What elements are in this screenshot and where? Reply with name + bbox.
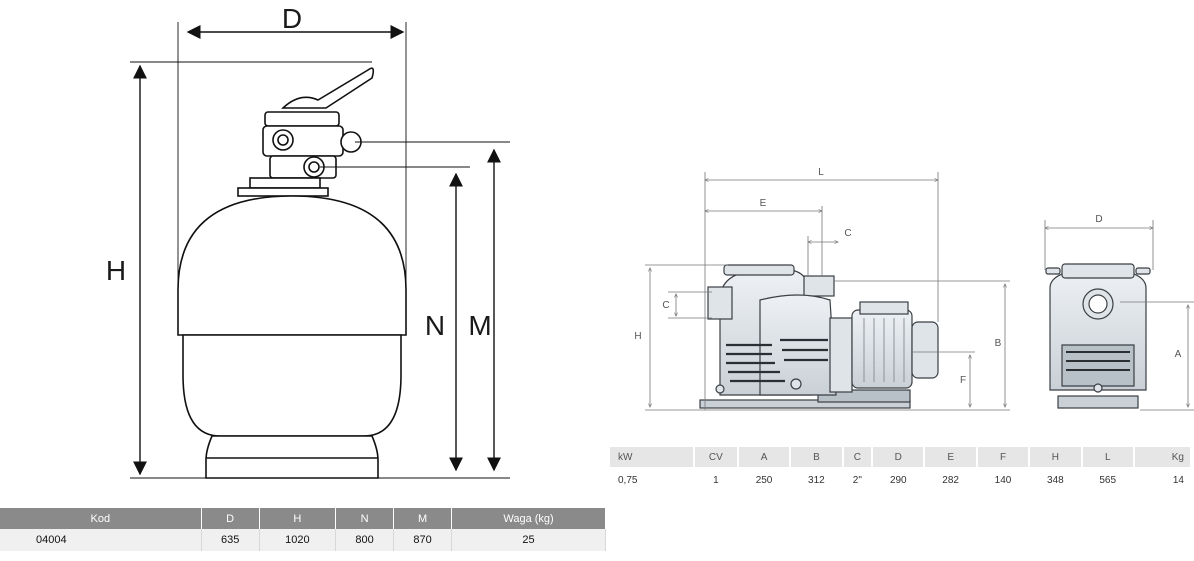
pump-dim-label-f: F	[960, 375, 966, 386]
filter-tank-top	[177, 195, 407, 336]
valve-handle	[280, 67, 375, 109]
table-cell: 282	[942, 474, 959, 486]
table-cell: 348	[1047, 474, 1064, 486]
dim-label-m: M	[468, 310, 491, 341]
outlet-port	[803, 275, 835, 297]
table-header: Kg	[1134, 447, 1190, 467]
table-cell: 635	[201, 529, 260, 551]
pump-dim-label-a: A	[1175, 349, 1182, 360]
table-header: CV	[694, 447, 737, 467]
table-row: 04004 635 1020 800 870 25	[0, 529, 606, 551]
table-header: B	[791, 447, 842, 467]
table-cell: 565	[1099, 474, 1117, 486]
table-header: L	[1082, 447, 1133, 467]
pump-front-view	[1045, 263, 1151, 409]
sand-filter-drawing	[177, 67, 407, 479]
table-cell: 312	[808, 474, 825, 486]
dim-label-h: H	[106, 255, 126, 286]
table-header: D	[201, 508, 260, 529]
dim-label-n: N	[425, 310, 445, 341]
table-cell: 0,75	[618, 474, 638, 486]
pump-dim-label-b: B	[995, 338, 1002, 349]
pump-side-view	[699, 264, 939, 409]
table-cell: 1020	[259, 529, 337, 551]
table-cell: 870	[393, 529, 453, 551]
table-cell: 14	[1172, 474, 1184, 486]
pump-dim-label-h: H	[634, 331, 641, 342]
table-row: 0,75 1 250 312 2" 290 282 140 348 565 14	[610, 467, 1190, 493]
table-cell: 250	[755, 474, 773, 486]
table-header: C	[843, 447, 872, 467]
dim-label-d: D	[282, 3, 302, 34]
table-cell: 25	[451, 529, 606, 551]
table-cell: 800	[335, 529, 395, 551]
table-header: N	[335, 508, 395, 529]
table-header: E	[925, 447, 976, 467]
pump-dim-label-c-top: C	[844, 228, 851, 239]
table-header: A	[738, 447, 790, 467]
table-cell: 04004	[0, 529, 202, 551]
filter-tank-bottom	[182, 334, 402, 437]
pump-dim-label-l: L	[818, 167, 824, 178]
pump-dim-label-d: D	[1095, 214, 1102, 225]
table-header: Kod	[0, 508, 202, 529]
table-header: M	[393, 508, 453, 529]
table-cell: 1	[713, 474, 719, 486]
table-header-row: kW CV A B C D E F H L Kg	[610, 447, 1190, 467]
table-cell: 2"	[852, 474, 862, 486]
table-header: F	[977, 447, 1029, 467]
table-header-row: Kod D H N M Waga (kg)	[0, 508, 606, 529]
motor-body	[851, 309, 913, 389]
pump-dim-label-e: E	[760, 198, 767, 209]
table-cell: 140	[994, 474, 1012, 486]
table-header: H	[259, 508, 337, 529]
filter-base	[205, 435, 379, 479]
table-header: kW	[610, 447, 693, 467]
pump-spec-table: kW CV A B C D E F H L Kg 0,75 1 250 312 …	[608, 447, 1192, 493]
table-header: Waga (kg)	[451, 508, 606, 529]
pump-dim-label-c-side: C	[662, 300, 669, 311]
table-header: H	[1030, 447, 1081, 467]
filter-spec-table: Kod D H N M Waga (kg) 04004 635 1020 800…	[0, 508, 606, 551]
table-cell: 290	[889, 474, 907, 486]
table-header: D	[873, 447, 924, 467]
